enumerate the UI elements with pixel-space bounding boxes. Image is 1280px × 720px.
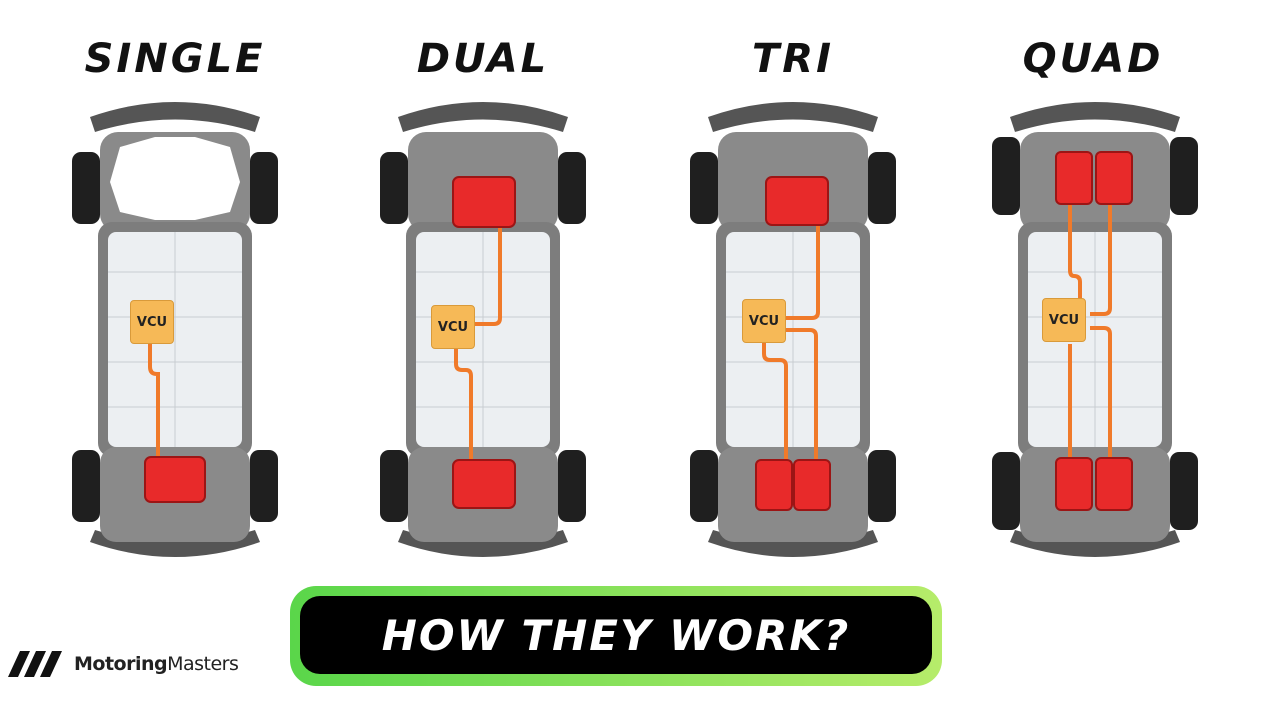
front-left-motor [1055, 151, 1093, 205]
rear-motor [144, 456, 206, 503]
title-quad: QUAD [1022, 36, 1164, 82]
front-motor [452, 176, 516, 228]
rear-right-motor [1095, 457, 1133, 511]
rear-right-motor [793, 459, 831, 511]
chassis-tri [690, 102, 896, 557]
cta-pill: HOW THEY WORK? [300, 596, 932, 674]
front-motor [765, 176, 829, 226]
vcu-tri: VCU [742, 299, 786, 343]
vcu-quad: VCU [1042, 298, 1086, 342]
brand-name: MotoringMasters [74, 653, 239, 675]
rear-motor [452, 459, 516, 509]
vcu-dual: VCU [431, 305, 475, 349]
rear-left-motor [755, 459, 793, 511]
cta-text: HOW THEY WORK? [381, 610, 851, 660]
front-right-motor [1095, 151, 1133, 205]
title-single: SINGLE [84, 36, 266, 82]
title-tri: TRI [752, 36, 834, 82]
brand-mark-icon [8, 651, 62, 677]
rear-left-motor [1055, 457, 1093, 511]
brand-name-light: Masters [167, 653, 239, 675]
brand-logo: MotoringMasters [8, 651, 239, 677]
title-dual: DUAL [416, 36, 550, 82]
vcu-single: VCU [130, 300, 174, 344]
chassis-quad [992, 102, 1198, 557]
chassis-single [72, 102, 278, 557]
chassis-dual [380, 102, 586, 557]
brand-name-bold: Motoring [74, 653, 168, 675]
